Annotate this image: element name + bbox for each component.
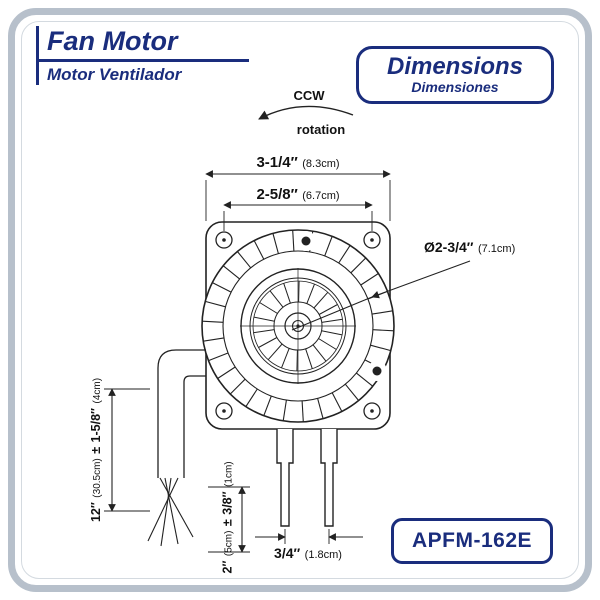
outer-frame xyxy=(8,8,592,592)
dimension-lines xyxy=(104,105,471,553)
dim-overall-width-cm: (8.3cm) xyxy=(302,158,340,170)
screw-top xyxy=(301,236,311,246)
ccw-label: CCW xyxy=(293,88,325,103)
inner-frame xyxy=(21,21,579,579)
dim-lead-wires-tol-in: 1-5/8″ xyxy=(89,407,103,443)
dimensions-badge-es: Dimensiones xyxy=(411,78,499,95)
dim-bolt-circle: Ø2-3/4″ (7.1cm) xyxy=(424,239,515,257)
dim-wire-strip-tol-cm: (1cm) xyxy=(223,461,235,487)
rotation-label: rotation xyxy=(296,122,346,137)
dim-lead-wires-in: 12″ xyxy=(89,502,103,523)
screw-right xyxy=(372,366,382,376)
dim-bolt-circle-cm: (7.1cm) xyxy=(477,243,516,255)
dimensions-badge-en: Dimensions xyxy=(386,52,524,80)
dim-bolt-circle-in: Ø2-3/4″ xyxy=(424,239,474,255)
lead-wires xyxy=(147,349,206,547)
dim-shaft-cm: (1.8cm) xyxy=(304,549,342,561)
mounting-holes xyxy=(215,231,381,420)
page-title: Fan Motor xyxy=(47,26,178,56)
ccw-rotation-arrow xyxy=(258,105,354,120)
dim-wire-strip-pm: ± xyxy=(220,519,235,527)
dim-lead-wires: 12″ (30.5cm) ± 1-5/8″ (4cm) xyxy=(87,375,103,525)
model-number-badge: APFM-162E xyxy=(391,518,553,564)
inner-fan-blades xyxy=(253,280,343,372)
title-block: Fan Motor Motor Ventilador xyxy=(36,26,249,86)
dim-wire-strip-in: 2″ xyxy=(220,560,235,574)
dim-shaft-in: 3/4″ xyxy=(274,545,301,561)
motor-body xyxy=(201,229,395,423)
dim-lead-wires-cm: (30.5cm) xyxy=(92,458,103,498)
title-divider xyxy=(39,59,249,63)
motor-drawing xyxy=(147,221,395,547)
dim-wire-strip-cm: (5cm) xyxy=(223,530,235,557)
dim-mount-holes-cm: (6.7cm) xyxy=(302,190,340,202)
dim-shaft: 3/4″ (1.8cm) xyxy=(248,545,368,563)
dim-wire-strip-tol-in: 3/8″ xyxy=(220,491,235,515)
dim-overall-width: 3-1/4″ (8.3cm) xyxy=(213,154,383,172)
dimensions-badge: Dimensions Dimensiones xyxy=(356,46,554,104)
page-subtitle: Motor Ventilador xyxy=(47,65,182,85)
dim-mount-holes-in: 2-5/8″ xyxy=(256,186,298,203)
dim-lead-wires-tol-cm: (4cm) xyxy=(92,377,103,404)
motor-shafts xyxy=(276,429,338,527)
dim-mount-holes: 2-5/8″ (6.7cm) xyxy=(213,186,383,204)
dim-lead-wires-pm: ± xyxy=(89,446,103,454)
dim-wire-strip: 2″ (5cm) ± 3/8″ (1cm) xyxy=(219,461,235,574)
dim-overall-width-in: 3-1/4″ xyxy=(256,154,298,171)
